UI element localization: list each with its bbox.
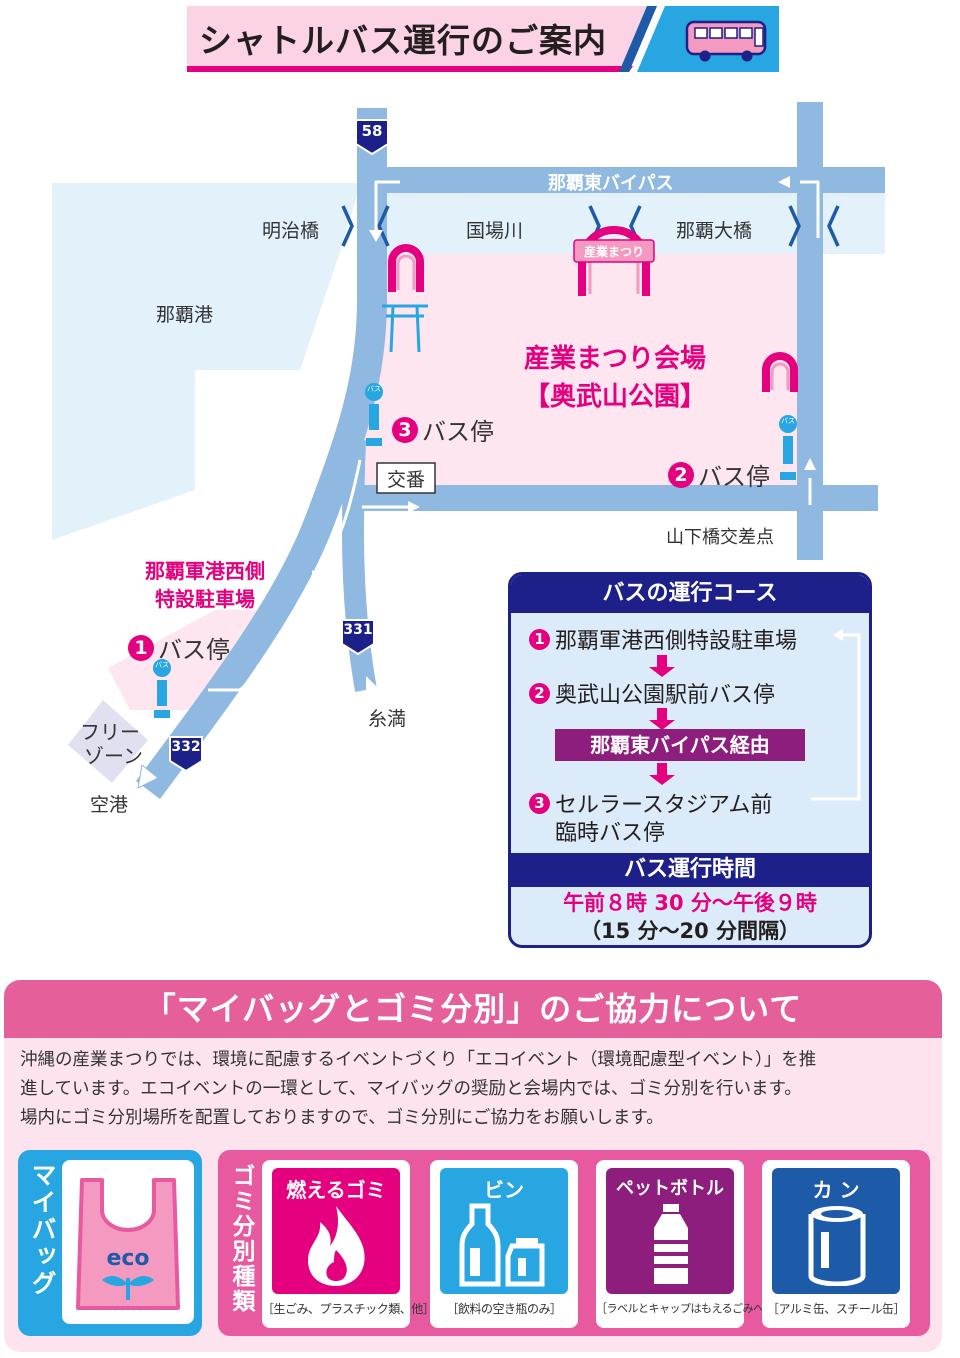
course-item-1: 1 那覇軍港西側特設駐車場	[529, 623, 797, 655]
course-item-3: 3 セルラースタジアム前	[529, 787, 772, 819]
naha-port-label: 那覇港	[156, 304, 214, 326]
page-title: シャトルバス運行のご案内	[199, 21, 607, 60]
eco-heading: 「マイバッグとゴミ分別」のご協力について	[4, 980, 942, 1038]
flame-icon	[308, 1206, 365, 1286]
gate-left	[388, 244, 424, 292]
route-332-label: 332	[171, 739, 201, 755]
meiji-bridge-label: 明治橋	[262, 220, 320, 242]
hours-text: 午前８時 30 分～午後９時	[563, 891, 817, 915]
koban-box	[376, 462, 436, 494]
course-via: 那覇東バイパス経由	[555, 729, 805, 761]
bin-pet-icon-bg: ペットボトル	[606, 1168, 734, 1294]
course-item-3-line2: 臨時バス停	[555, 821, 666, 846]
hours-heading: バス運行時間	[511, 853, 869, 887]
eco-body-line-1: 沖縄の産業まつりでは、環境に配慮するイベントづくり「エコイベント（環境配慮型イベ…	[20, 1050, 817, 1070]
harbor-water	[52, 183, 885, 540]
kokuba-river-label: 国場川	[466, 220, 524, 242]
course-item-3-text: セルラースタジアム前	[555, 793, 773, 818]
free-zone-label-2: ゾーン	[84, 744, 143, 768]
eco-text: eco	[106, 1246, 150, 1271]
bin-cans: カ ン ［アルミ缶、スチール缶］	[762, 1160, 910, 1328]
naha-ohashi-label: 那覇大橋	[676, 220, 753, 242]
bus-stop-1-sign: バス	[155, 661, 169, 669]
itoman-label: 糸満	[368, 708, 407, 730]
bin-bottles-name: ビン	[484, 1178, 524, 1202]
bus-stop-1-number: 1	[128, 634, 154, 661]
bin-cans-icon-bg: カ ン	[772, 1168, 900, 1294]
eco-body-line-2: 進しています。エコイベントの一環として、マイバッグの奨励と会場内では、ゴミ分別を…	[20, 1079, 802, 1099]
bus-stop-3-number: 3	[392, 416, 418, 443]
bus-stop-2-number: 2	[668, 461, 694, 488]
bin-burnable: 燃えるゴミ ［生ごみ、プラスチック類、他］	[262, 1160, 435, 1328]
mybag-panel: マイバッグ eco	[18, 1150, 202, 1336]
venue-name: 産業まつり会場	[523, 344, 706, 374]
pet-bottle-icon	[654, 1204, 688, 1284]
yamashita-crossing-label: 山下橋交差点	[666, 527, 774, 548]
bin-bottles-icon-bg: ビン	[440, 1168, 568, 1294]
route-map	[52, 102, 885, 799]
bus-icon	[685, 20, 767, 62]
bin-burnable-note: ［生ごみ、プラスチック類、他］	[262, 1302, 435, 1316]
torii-icon	[382, 304, 428, 353]
bus-stop-3-label: バス停	[422, 418, 494, 446]
route-58-label: 58	[361, 122, 383, 140]
interval-text: （15 分～20 分間隔）	[579, 919, 801, 943]
bus-stop-pole-1	[153, 659, 171, 718]
route-58-road	[135, 108, 387, 799]
bin-pet: ペットボトル ［ラベルとキャップはもえるごみへ］	[596, 1160, 775, 1328]
bus-stop-3-sign: バス	[367, 385, 381, 393]
bus-stop-1-label: バス停	[158, 636, 230, 664]
bypass-label: 那覇東バイパス	[548, 173, 674, 194]
bus-stop-2-sign: バス	[781, 417, 795, 425]
course-item-2-text: 奥武山公園駅前バス停	[555, 683, 776, 708]
sort-label: ゴミ分別種類	[228, 1164, 254, 1314]
course-heading: バスの運行コース	[511, 575, 869, 613]
parking-area	[108, 610, 282, 710]
bin-pet-name: ペットボトル	[616, 1178, 724, 1199]
bin-burnable-icon-bg: 燃えるゴミ	[272, 1168, 400, 1294]
course-arrows	[649, 629, 861, 801]
can-icon	[808, 1206, 866, 1286]
route-58-shield-graphic	[355, 119, 389, 156]
bus-stop-1[interactable]: 1 バス停	[128, 630, 230, 665]
bottle-icon	[459, 1203, 545, 1287]
bin-cans-note: ［アルミ缶、スチール缶］	[767, 1302, 905, 1316]
gate-right	[762, 352, 798, 392]
title-banner: シャトルバス運行のご案内	[187, 6, 779, 72]
bin-bottles-note: ［飲料の空き瓶のみ］	[446, 1302, 562, 1316]
venue-park: 【奥武山公園】	[523, 382, 706, 412]
bin-pet-note: ［ラベルとキャップはもえるごみへ］	[596, 1302, 775, 1315]
bin-cans-name: カ ン	[812, 1178, 860, 1202]
course-item-1-number: 1	[529, 628, 550, 650]
course-item-1-text: 那覇軍港西側特設駐車場	[555, 629, 798, 654]
free-zone-label-1: フリー	[80, 720, 140, 744]
eco-bag-icon	[76, 1178, 180, 1310]
eco-body: 沖縄の産業まつりでは、環境に配慮するイベントづくり「エコイベント（環境配慮型イベ…	[20, 1046, 930, 1133]
bin-burnable-name: 燃えるゴミ	[286, 1178, 386, 1202]
bus-stop-3[interactable]: 3 バス停	[392, 412, 494, 447]
bus-stop-2-label: バス停	[698, 463, 770, 491]
course-item-2-number: 2	[529, 682, 550, 704]
airport-label: 空港	[90, 794, 129, 816]
venue-sign-label: 産業まつり	[583, 245, 644, 259]
mybag-label: マイバッグ	[28, 1162, 57, 1297]
route-332-shield-graphic	[169, 736, 203, 773]
bus-course-box: バスの運行コース 1 那覇軍港西側特設駐車場 2 奥武山公園駅前バス停 那覇東バ…	[508, 572, 872, 948]
koban-label: 交番	[386, 469, 425, 491]
course-item-2: 2 奥武山公園駅前バス停	[529, 677, 775, 709]
bin-bottles: ビン ［飲料の空き瓶のみ］	[430, 1160, 578, 1328]
route-331-label: 331	[343, 622, 373, 638]
eco-body-line-3: 場内にゴミ分別場所を配置しておりますので、ゴミ分別にご協力をお願いします。	[20, 1108, 664, 1128]
bus-stop-pole-2	[779, 415, 797, 480]
bus-stop-pole-3	[365, 383, 383, 446]
bus-stop-2[interactable]: 2 バス停	[668, 457, 770, 492]
venue-area	[360, 254, 808, 495]
special-parking-label: 特設駐車場	[155, 587, 255, 611]
free-zone-area	[68, 700, 148, 783]
route-331-road	[341, 439, 377, 692]
course-item-3-number: 3	[529, 792, 550, 814]
military-port-label: 那覇軍港西側	[145, 559, 265, 583]
route-331-shield-graphic	[341, 619, 375, 656]
